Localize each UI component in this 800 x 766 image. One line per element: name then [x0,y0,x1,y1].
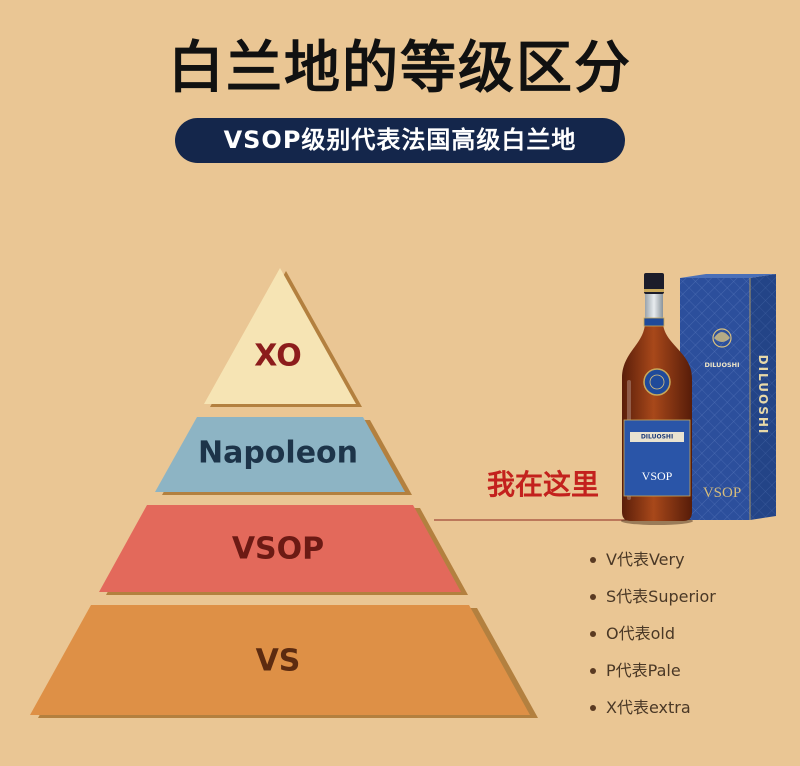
grade-letter-legend: V代表Very S代表Superior O代表old P代表Pale X代表ex… [586,545,716,730]
bottle-cap-band [644,289,664,292]
here-marker-label: 我在这里 [486,468,599,501]
box-brand-text: DILUOSHI [704,361,739,369]
bullet-dot-icon [590,557,596,563]
box-side-brand-text: DILUOSHI [756,355,770,436]
legend-item-label: O代表old [606,624,675,643]
legend-item-label: P代表Pale [606,661,681,680]
bullet-dot-icon [590,668,596,674]
crest-icon [712,328,732,348]
gift-box: DILUOSHI DILUOSHI VSOP [680,274,776,520]
product-image: DILUOSHI DILUOSHI VSOP DILUOSHI VSOP [621,273,776,525]
bullet-dot-icon [590,705,596,711]
bottle-collar [643,317,665,327]
bottle-neck [645,292,663,324]
tier-xo-label: XO [254,339,302,374]
tier-xo: XO [204,268,362,407]
tier-vs: VS [30,605,538,718]
box-grade-text: VSOP [703,485,741,501]
legend-item: X代表extra [586,693,716,730]
tier-napoleon-label: Napoleon [198,436,358,471]
tier-napoleon-face [155,417,405,492]
medallion-icon [643,368,671,396]
legend-item-label: V代表Very [606,550,685,569]
bottle-grade-text: VSOP [642,469,673,483]
bottle-label [623,419,691,497]
bottle-brand-text: DILUOSHI [641,434,673,441]
bottle-label-band [630,432,684,442]
page-title: 白兰地的等级区分 [168,36,632,101]
tier-vsop: VSOP [99,505,468,595]
brandy-bottle: DILUOSHI VSOP [621,273,693,525]
tier-vs-face [30,605,530,715]
legend-item-label: S代表Superior [606,587,716,606]
tier-napoleon: Napoleon [155,417,412,495]
legend-item: S代表Superior [586,582,716,619]
subtitle-banner: VSOP级别代表法国高级白兰地 [175,118,625,163]
tier-vsop-face [99,505,461,592]
bottle-cap [644,273,664,294]
legend-item-label: X代表extra [606,698,691,717]
legend-item: O代表old [586,619,716,656]
bullet-dot-icon [590,631,596,637]
tier-vs-label: VS [256,644,301,679]
box-top [680,274,776,278]
box-side-pattern [750,274,776,520]
tier-xo-face [204,268,356,404]
legend-item: P代表Pale [586,656,716,693]
bullet-dot-icon [590,594,596,600]
tier-vsop-label: VSOP [232,532,324,567]
legend-item: V代表Very [586,545,716,582]
